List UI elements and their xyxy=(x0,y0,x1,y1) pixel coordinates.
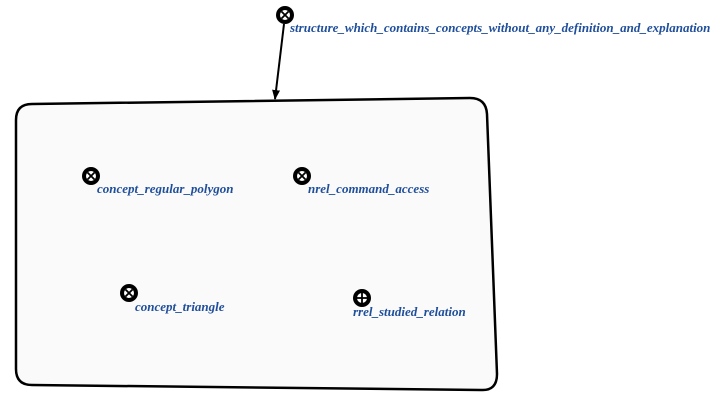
node-concept-triangle[interactable]: concept_triangle xyxy=(120,284,225,314)
structure-node[interactable]: structure_which_contains_concepts_withou… xyxy=(276,6,710,35)
node-label: nrel_command_access xyxy=(308,181,429,196)
node-label: concept_regular_polygon xyxy=(97,181,234,196)
role-relation-node-icon xyxy=(353,289,371,307)
membership-arc[interactable] xyxy=(272,23,285,100)
node-rrel-studied-relation[interactable]: rrel_studied_relation xyxy=(353,289,466,319)
class-node-icon xyxy=(276,6,294,24)
node-concept-regular-polygon[interactable]: concept_regular_polygon xyxy=(82,167,234,196)
node-label: rrel_studied_relation xyxy=(353,304,466,319)
class-node-icon xyxy=(120,284,138,302)
class-node-icon xyxy=(82,167,100,185)
node-nrel-command-access[interactable]: nrel_command_access xyxy=(293,167,429,196)
structure-contour[interactable] xyxy=(14,96,499,392)
structure-node-label: structure_which_contains_concepts_withou… xyxy=(289,20,710,35)
class-node-icon xyxy=(293,167,311,185)
node-label: concept_triangle xyxy=(135,299,225,314)
